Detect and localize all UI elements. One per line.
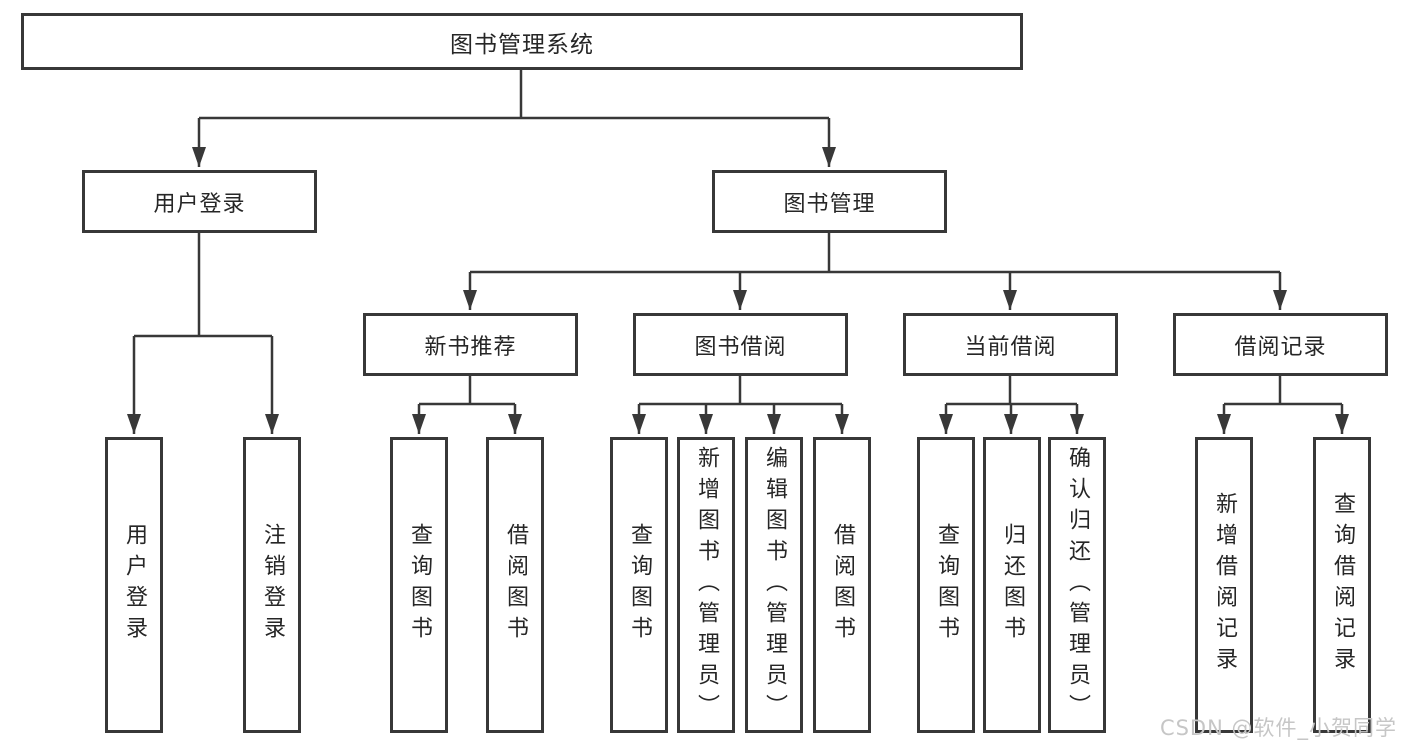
node-user-login: 用户登录 (82, 170, 317, 233)
node-book-borrow-label: 图书借阅 (694, 334, 787, 360)
leaf-query-books-borrow: 查询图书 (610, 437, 668, 733)
node-book-borrow: 图书借阅 (633, 313, 848, 376)
leaf-confirm-return-admin: 确认归还（管理员） (1048, 437, 1106, 733)
leaf-confirm-return-admin-label: 确认归还（管理员） (1065, 445, 1090, 725)
leaf-query-books-recommend: 查询图书 (390, 437, 448, 733)
leaf-add-borrow-record-label: 新增借阅记录 (1212, 492, 1237, 678)
leaf-return-books-label: 归还图书 (1000, 523, 1025, 647)
leaf-query-books-borrow-label: 查询图书 (627, 523, 652, 647)
leaf-query-borrow-record-label: 查询借阅记录 (1330, 492, 1355, 678)
node-root: 图书管理系统 (21, 13, 1023, 70)
node-new-book-recommend: 新书推荐 (363, 313, 578, 376)
leaf-query-books-recommend-label: 查询图书 (407, 523, 432, 647)
node-root-label: 图书管理系统 (450, 31, 594, 58)
node-borrow-record-label: 借阅记录 (1234, 334, 1327, 360)
leaf-borrow-books-borrow: 借阅图书 (813, 437, 871, 733)
leaf-user-login: 用户登录 (105, 437, 163, 733)
leaf-borrow-books-recommend: 借阅图书 (486, 437, 544, 733)
leaf-borrow-books-borrow-label: 借阅图书 (830, 523, 855, 647)
leaf-return-books: 归还图书 (983, 437, 1041, 733)
leaf-add-borrow-record: 新增借阅记录 (1195, 437, 1253, 733)
leaf-logout-label: 注销登录 (260, 523, 285, 647)
leaf-edit-books-admin-label: 编辑图书（管理员） (762, 445, 787, 725)
leaf-borrow-books-recommend-label: 借阅图书 (503, 523, 528, 647)
leaf-logout: 注销登录 (243, 437, 301, 733)
node-book-management-label: 图书管理 (783, 191, 876, 217)
leaf-query-borrow-record: 查询借阅记录 (1313, 437, 1371, 733)
node-current-borrow: 当前借阅 (903, 313, 1118, 376)
leaf-edit-books-admin: 编辑图书（管理员） (745, 437, 803, 733)
leaf-query-books-current-label: 查询图书 (934, 523, 959, 647)
node-borrow-record: 借阅记录 (1173, 313, 1388, 376)
node-book-management: 图书管理 (712, 170, 947, 233)
leaf-add-books-admin-label: 新增图书（管理员） (694, 445, 719, 725)
leaf-add-books-admin: 新增图书（管理员） (677, 437, 735, 733)
node-user-login-label: 用户登录 (153, 191, 246, 217)
watermark: CSDN @软件_小贺同学 (1159, 716, 1397, 740)
node-current-borrow-label: 当前借阅 (964, 334, 1057, 360)
node-new-book-recommend-label: 新书推荐 (424, 334, 517, 360)
leaf-user-login-label: 用户登录 (122, 523, 147, 647)
leaf-query-books-current: 查询图书 (917, 437, 975, 733)
